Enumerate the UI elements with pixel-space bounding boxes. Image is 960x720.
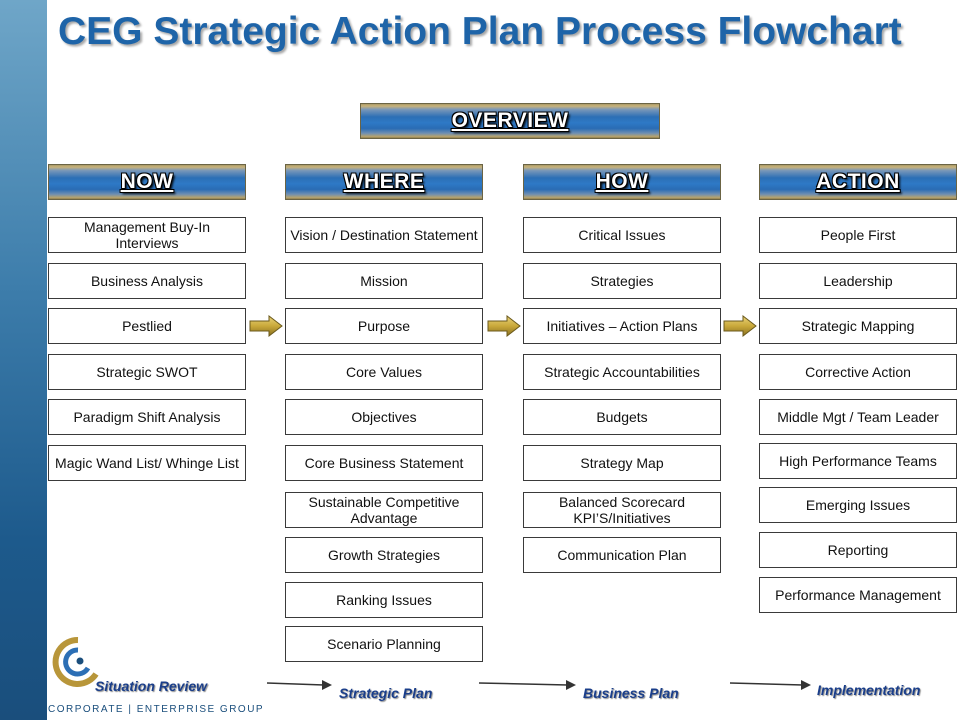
where-item: Growth Strategies bbox=[285, 537, 483, 573]
how-item: Strategy Map bbox=[523, 445, 721, 481]
now-item: Paradigm Shift Analysis bbox=[48, 399, 246, 435]
column-header-label: ACTION bbox=[816, 170, 900, 193]
overview-label: OVERVIEW bbox=[451, 109, 569, 132]
column-header-where: WHERE bbox=[285, 164, 483, 200]
action-item: Emerging Issues bbox=[759, 487, 957, 523]
column-header-label: HOW bbox=[595, 170, 649, 193]
overview-header: OVERVIEW bbox=[360, 103, 660, 139]
column-header-label: NOW bbox=[120, 170, 174, 193]
flow-arrow-icon bbox=[729, 680, 811, 690]
where-item: Vision / Destination Statement bbox=[285, 217, 483, 253]
action-item: Leadership bbox=[759, 263, 957, 299]
now-item: Business Analysis bbox=[48, 263, 246, 299]
right-arrow-icon bbox=[249, 315, 283, 337]
where-item: Core Business Statement bbox=[285, 445, 483, 481]
column-header-label: WHERE bbox=[343, 170, 425, 193]
stage-situation-review: Situation Review bbox=[95, 678, 208, 694]
flow-arrow-icon bbox=[266, 680, 332, 690]
how-item: Strategies bbox=[523, 263, 721, 299]
right-arrow-icon bbox=[723, 315, 757, 337]
logo-wordmark: CORPORATE | ENTERPRISE GROUP bbox=[48, 704, 265, 715]
action-item: Strategic Mapping bbox=[759, 308, 957, 344]
where-item: Ranking Issues bbox=[285, 582, 483, 618]
flow-arrow-icon bbox=[478, 680, 576, 690]
how-item: Initiatives – Action Plans bbox=[523, 308, 721, 344]
how-item: Communication Plan bbox=[523, 537, 721, 573]
where-item: Core Values bbox=[285, 354, 483, 390]
ceg-logo-icon bbox=[52, 636, 99, 687]
action-item: Performance Management bbox=[759, 577, 957, 613]
column-header-how: HOW bbox=[523, 164, 721, 200]
stage-business-plan: Business Plan bbox=[583, 685, 679, 701]
right-arrow-icon bbox=[487, 315, 521, 337]
stage-implementation: Implementation bbox=[817, 682, 921, 698]
where-item: Mission bbox=[285, 263, 483, 299]
now-item: Management Buy-In Interviews bbox=[48, 217, 246, 253]
where-item: Purpose bbox=[285, 308, 483, 344]
where-item: Objectives bbox=[285, 399, 483, 435]
now-item: Magic Wand List/ Whinge List bbox=[48, 445, 246, 481]
side-color-band bbox=[0, 0, 47, 720]
how-item: Budgets bbox=[523, 399, 721, 435]
now-item: Strategic SWOT bbox=[48, 354, 246, 390]
how-item: Strategic Accountabilities bbox=[523, 354, 721, 390]
action-item: Middle Mgt / Team Leader bbox=[759, 399, 957, 435]
action-item: High Performance Teams bbox=[759, 443, 957, 479]
page-title: CEG Strategic Action Plan Process Flowch… bbox=[58, 10, 902, 53]
action-item: Reporting bbox=[759, 532, 957, 568]
stage-strategic-plan: Strategic Plan bbox=[339, 685, 433, 701]
how-item: Critical Issues bbox=[523, 217, 721, 253]
now-item: Pestlied bbox=[48, 308, 246, 344]
how-item: Balanced Scorecard KPI’S/Initiatives bbox=[523, 492, 721, 528]
column-header-action: ACTION bbox=[759, 164, 957, 200]
where-item: Scenario Planning bbox=[285, 626, 483, 662]
action-item: Corrective Action bbox=[759, 354, 957, 390]
where-item: Sustainable Competitive Advantage bbox=[285, 492, 483, 528]
column-header-now: NOW bbox=[48, 164, 246, 200]
action-item: People First bbox=[759, 217, 957, 253]
